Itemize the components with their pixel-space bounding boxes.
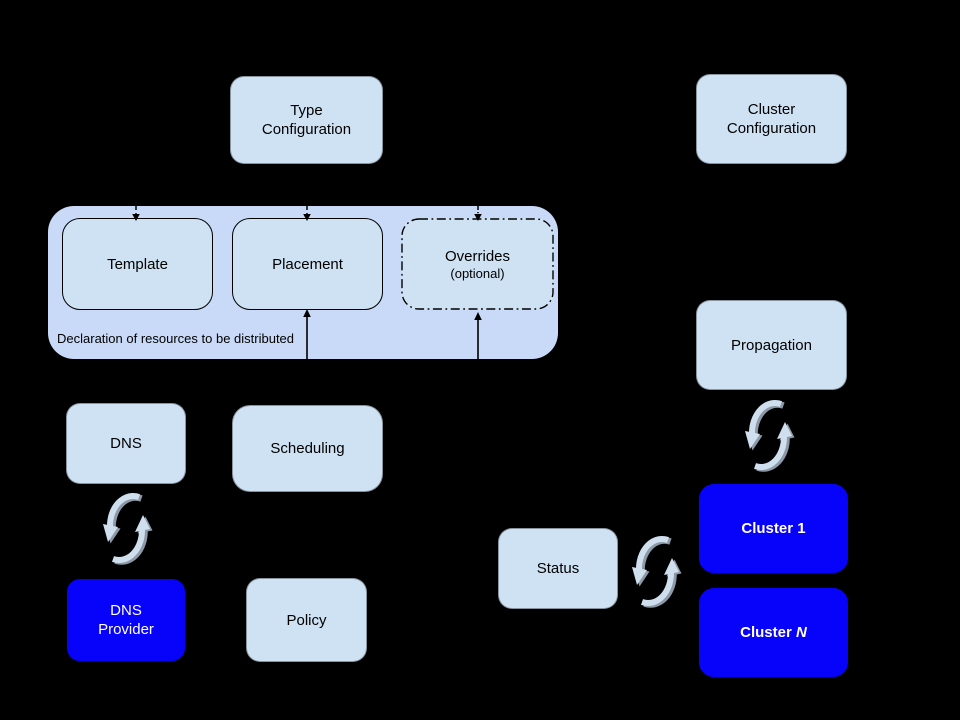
node-cluster-1: Cluster 1 [698, 483, 849, 574]
node-template: Template [62, 218, 213, 310]
node-dns-provider: DNS Provider [66, 578, 186, 662]
declaration-caption: Declaration of resources to be distribut… [57, 331, 295, 346]
node-propagation: Propagation [696, 300, 847, 390]
node-placement: Placement [232, 218, 383, 310]
node-status: Status [498, 528, 618, 609]
node-cluster-n: Cluster N [698, 587, 849, 678]
node-policy: Policy [246, 578, 367, 662]
sync-icon [103, 492, 153, 565]
sync-icon [632, 535, 682, 608]
node-dns: DNS [66, 403, 186, 484]
overrides-optional-label: (optional) [450, 265, 505, 281]
cluster-n-label: Cluster N [740, 624, 807, 641]
node-type-configuration: Type Configuration [230, 76, 383, 164]
node-scheduling: Scheduling [232, 405, 383, 492]
node-cluster-configuration: Cluster Configuration [696, 74, 847, 164]
node-overrides: Overrides (optional) [401, 218, 554, 310]
sync-icon [745, 399, 795, 472]
overrides-label: Overrides [444, 247, 511, 265]
